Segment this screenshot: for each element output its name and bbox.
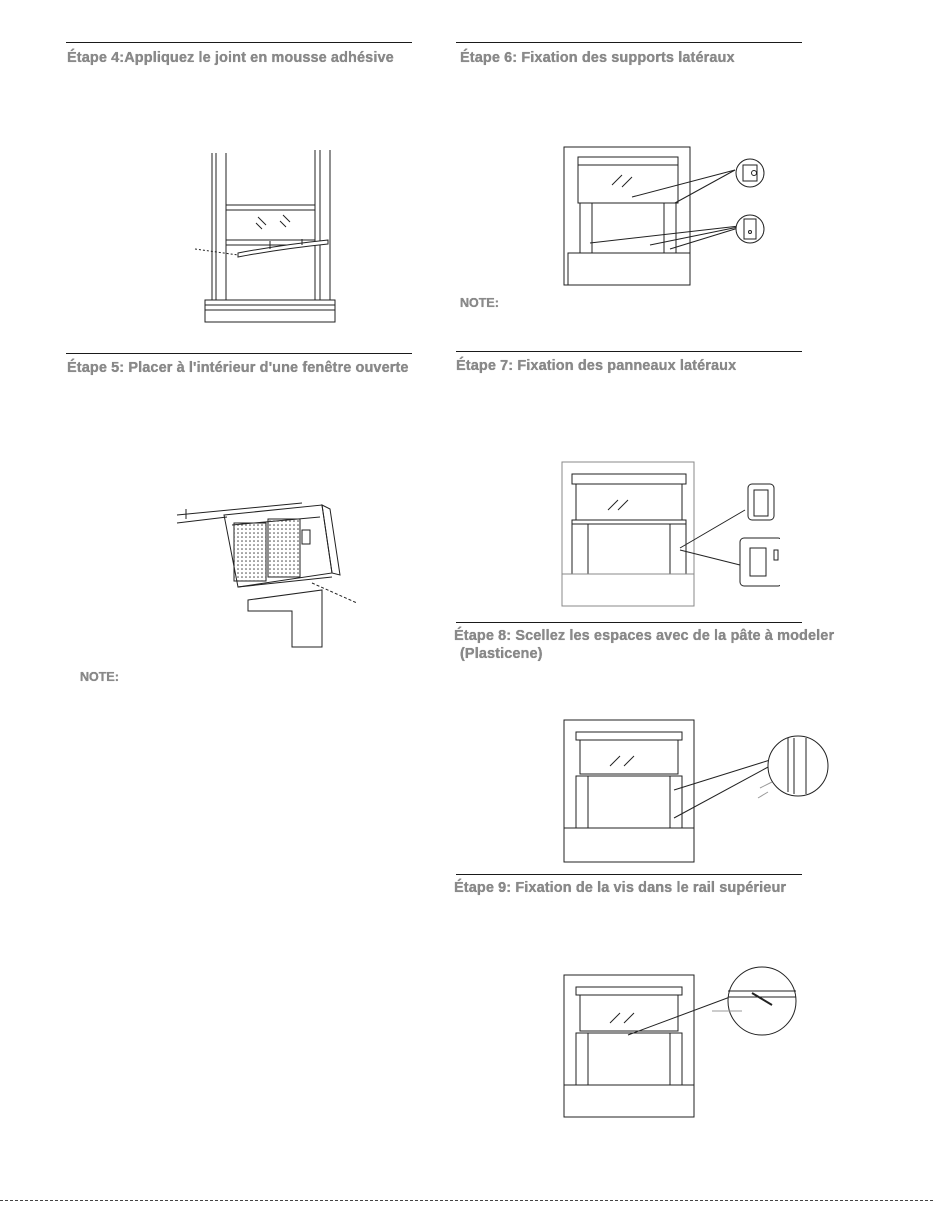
step4-foam-seal-illustration: [190, 145, 350, 327]
step8-subheading: (Plasticene): [460, 646, 543, 662]
step8-heading: Étape 8: Scellez les espaces avec de la …: [454, 628, 835, 644]
step7-side-panels-illustration: [560, 460, 780, 608]
step6-side-supports-illustration: [560, 145, 780, 290]
window-seal-gaps-drawing: [563, 719, 829, 863]
window-side-panels-drawing: [561, 461, 780, 607]
page-bottom-dashed-rule: [0, 1200, 933, 1201]
step6-heading: Étape 6: Fixation des supports latéraux: [460, 50, 735, 66]
step8-seal-gaps-illustration: [562, 718, 832, 863]
step5-rule: [66, 353, 412, 354]
window-with-foam-seal-drawing: [194, 150, 336, 323]
step5-note-label: NOTE:: [80, 670, 119, 684]
window-top-rail-screw-drawing: [563, 966, 797, 1118]
step9-top-rail-screw-illustration: [562, 965, 812, 1120]
ac-unit-tilted-drawing: [176, 502, 358, 648]
step6-note-label: NOTE:: [460, 296, 499, 310]
window-side-supports-drawing: [563, 146, 765, 286]
step9-rule: [456, 874, 802, 875]
step8-rule: [456, 622, 802, 623]
step4-rule: [66, 42, 412, 43]
step7-rule: [456, 351, 802, 352]
step4-heading: Étape 4:Appliquez le joint en mousse adh…: [67, 50, 394, 66]
step6-rule: [456, 42, 802, 43]
step5-placement-illustration: [172, 495, 372, 655]
step9-heading: Étape 9: Fixation de la vis dans le rail…: [454, 880, 787, 896]
step5-heading: Étape 5: Placer à l'intérieur d'une fenê…: [67, 360, 409, 376]
step7-heading: Étape 7: Fixation des panneaux latéraux: [456, 358, 737, 374]
